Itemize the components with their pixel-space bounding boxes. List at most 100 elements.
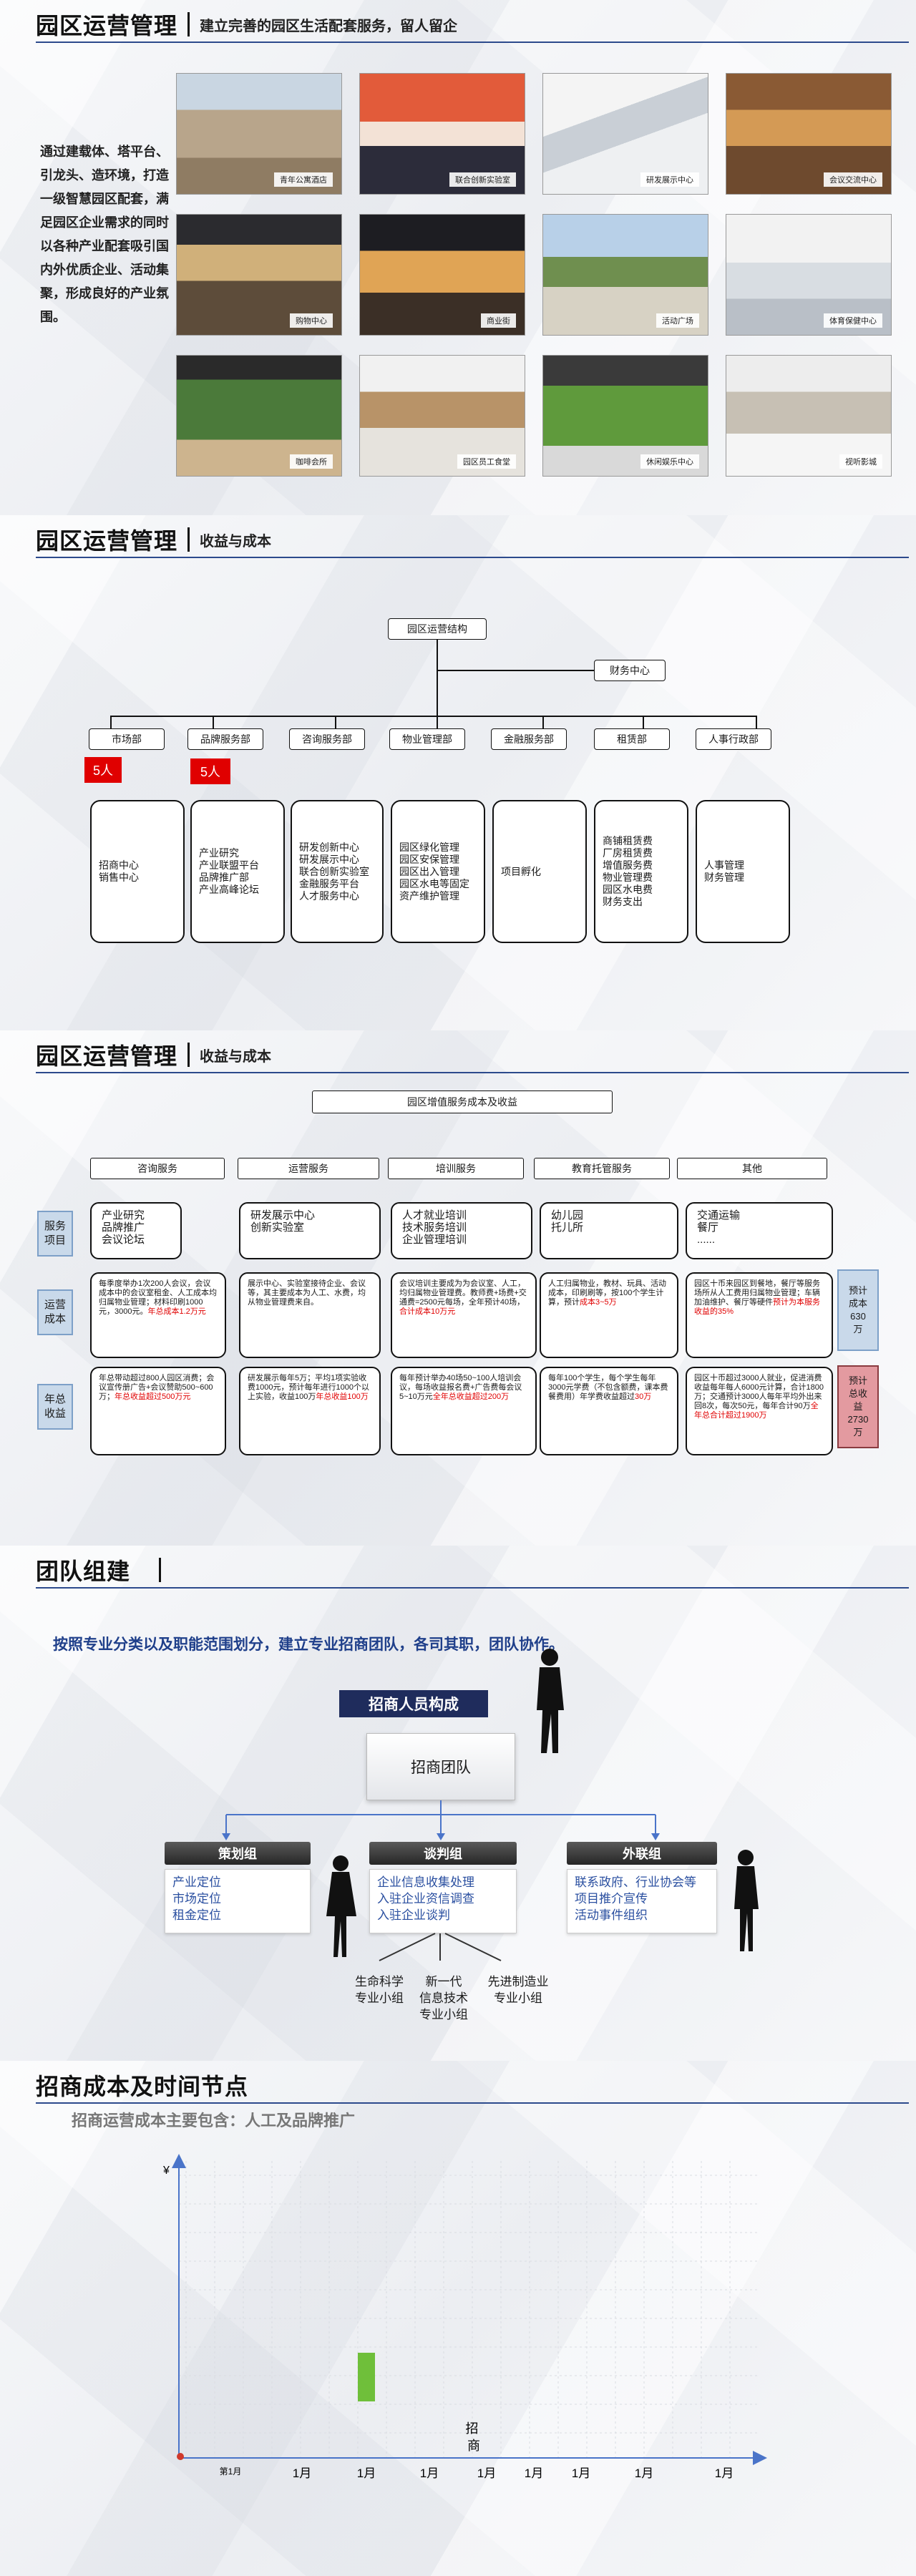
org-finance: 财务中心 xyxy=(594,660,666,681)
connector xyxy=(213,716,214,728)
x-tick-label: 1月 xyxy=(525,2467,543,2480)
income-highlight: 年总收益100万 xyxy=(316,1392,369,1401)
photo-tile: 联合创新实验室 xyxy=(359,73,525,195)
dept-box: 品牌服务部 xyxy=(187,728,263,750)
row-header: 服务 项目 xyxy=(37,1211,73,1257)
income-highlight: 30万 xyxy=(635,1392,652,1401)
bar-label-1: 招 商 xyxy=(465,2421,482,2453)
photo-tile: 园区员工食堂 xyxy=(359,355,525,477)
income-highlight: 年总收益超过500万元 xyxy=(114,1392,191,1401)
header: 园区运营管理 建立完善的园区生活配套服务，留人留企 xyxy=(36,9,457,40)
connector xyxy=(110,716,756,717)
photo-caption: 研发展示中心 xyxy=(640,172,699,187)
cost-highlight: 预计为本服务收益的35% xyxy=(694,1298,820,1316)
org-root: 园区运营结构 xyxy=(388,618,487,640)
photo-caption: 购物中心 xyxy=(290,313,333,328)
duty-box: 招商中心 销售中心 xyxy=(90,800,185,943)
connector xyxy=(437,670,594,671)
column-header: 教育托管服务 xyxy=(534,1158,670,1179)
cost-cell: 人工归属物业，教材、玩具、活动成本，印刷刷等，按100个学生计算，预计成本3~5… xyxy=(540,1272,678,1358)
header-rule xyxy=(36,42,909,43)
divider xyxy=(187,1043,190,1067)
photo-caption: 联合创新实验室 xyxy=(449,172,516,187)
slide-team: 团队组建 xyxy=(0,1546,916,2061)
service-cell: 交通运输 餐厅 ...... xyxy=(686,1202,833,1259)
group-header: 策划组 xyxy=(165,1842,311,1865)
connector xyxy=(542,716,544,728)
team-connectors xyxy=(222,1800,660,1840)
service-cell: 幼儿园 托儿所 xyxy=(540,1202,678,1259)
x-tick-label: 第1月 xyxy=(220,2467,242,2477)
column-header: 培训服务 xyxy=(388,1158,524,1179)
cost-cell: 展示中心、实验室接待企业、会议等，其主要成本为人工、水费，均从物业管理费来自。 xyxy=(239,1272,381,1358)
page-title: 园区运营管理 xyxy=(36,1043,178,1070)
x-tick-label: 1月 xyxy=(420,2467,439,2480)
photo-tile: 商业街 xyxy=(359,214,525,336)
origin-marker xyxy=(177,2453,184,2460)
photo-tile: 体育保健中心 xyxy=(726,214,892,336)
income-text: 每年预计举办40场50~100人培训会议，每场收益报名费+广告费每会议5~10万… xyxy=(399,1374,522,1401)
x-tick-label: 1月 xyxy=(293,2467,311,2480)
row-header: 年总 收益 xyxy=(37,1384,73,1430)
connector xyxy=(643,716,644,728)
subgroup-connectors xyxy=(379,1933,502,1961)
income-cell: 每年预计举办40场50~100人培训会议，每场收益报名费+广告费每会议5~10万… xyxy=(391,1367,537,1455)
dept-box: 咨询服务部 xyxy=(289,728,365,750)
header-rule xyxy=(36,2102,909,2104)
income-highlight: 全年总合计超过1900万 xyxy=(694,1402,819,1420)
divider xyxy=(187,12,190,36)
header-rule xyxy=(36,557,909,558)
section-banner: 招商人员构成 xyxy=(339,1690,488,1717)
income-cell: 研发展示每年5万；平均1项实验收费1000元，预计每年进行1000个以上实验，收… xyxy=(239,1367,381,1455)
photo-caption: 商业街 xyxy=(481,313,516,328)
income-text: 每年100个学生，每个学生每年3000元学费（不包含额费，课本费餐费用）年学费收… xyxy=(548,1374,668,1401)
duty-box: 人事管理 财务管理 xyxy=(696,800,790,943)
page-subtitle: 建立完善的园区生活配套服务，留人留企 xyxy=(200,16,458,34)
photo-tile: 休闲娱乐中心 xyxy=(542,355,708,477)
slide-value-added: 园区运营管理 收益与成本 xyxy=(0,1030,916,1546)
header: 团队组建 xyxy=(36,1554,171,1586)
income-text: 研发展示每年5万；平均1项实验收费1000元，预计每年进行1000个以上实验，收… xyxy=(248,1374,369,1401)
divider xyxy=(159,1558,162,1582)
connector xyxy=(110,716,112,728)
y-axis-label: ¥ xyxy=(162,2165,170,2177)
cost-cell: 每季度举办1次200人会议，会议成本中的会议室租金、人工成本均归属物业管理；材料… xyxy=(90,1272,226,1358)
cost-cell: 园区十币来园区到餐地，餐厅等服务场所从人工费用归属物业管理；车辆加油维护、餐厅等… xyxy=(686,1272,833,1358)
photo-tile: 青年公寓酒店 xyxy=(176,73,342,195)
chart-grid xyxy=(179,2161,759,2458)
photo-caption: 园区员工食堂 xyxy=(457,454,516,469)
duty-box: 产业研究 产业联盟平台 品牌推广部 产业高峰论坛 xyxy=(190,800,285,943)
phone-caller-silhouette-icon xyxy=(734,1850,759,1951)
photo-grid: 青年公寓酒店 联合创新实验室 研发展示中心 会议交流中心 购物中心 商业街 活动… xyxy=(176,73,892,477)
cost-total: 预计 成本 630 万 xyxy=(837,1269,879,1351)
headcount-badge: 5人 xyxy=(190,758,230,784)
group-body: 企业信息收集处理 入驻企业资信调查 入驻企业谈判 xyxy=(369,1869,517,1933)
chart-bar xyxy=(358,2353,375,2401)
subgroup-label: 新一代 信息技术 专业小组 xyxy=(419,1975,468,2021)
photo-tile: 研发展示中心 xyxy=(542,73,708,195)
divider xyxy=(187,527,190,552)
x-tick-label: 1月 xyxy=(715,2467,734,2480)
photo-caption: 会议交流中心 xyxy=(824,172,882,187)
slogan: 按照专业分类以及职能范围划分，建立专业招商团队，各司其职，团队协作。 xyxy=(53,1636,564,1653)
subgroup-label: 先进制造业 专业小组 xyxy=(487,1975,549,2005)
income-text: 年总带动超过800人园区消费；会议宣传册广告+会议赞助500~600万； xyxy=(99,1374,215,1401)
page-subtitle: 收益与成本 xyxy=(200,532,272,550)
photo-caption: 咖啡会所 xyxy=(290,454,333,469)
income-cell: 每年100个学生，每个学生每年3000元学费（不包含额费，课本费餐费用）年学费收… xyxy=(540,1367,678,1455)
page-title: 招商成本及时间节点 xyxy=(36,2073,249,2100)
intro-text: 通过建载体、塔平台、引龙头、造环境，打造一级智慧园区配套，满足园区企业需求的同时… xyxy=(40,145,169,325)
dept-box: 租赁部 xyxy=(594,728,670,750)
bar-label-line: 商 xyxy=(467,2439,480,2453)
income-cell: 年总带动超过800人园区消费；会议宣传册广告+会议赞助500~600万；年总收益… xyxy=(90,1367,226,1455)
income-cell: 园区十币超过3000人就业，促进消费收益每年每人6000元计算，合计1800万；… xyxy=(686,1367,833,1455)
x-tick-label: 1月 xyxy=(572,2467,590,2480)
photo-tile: 咖啡会所 xyxy=(176,355,342,477)
service-cell: 人才就业培训 技术服务培训 企业管理培训 xyxy=(391,1202,532,1259)
photo-caption: 活动广场 xyxy=(656,313,699,328)
x-tick-label: 1月 xyxy=(635,2467,653,2480)
photo-caption: 体育保健中心 xyxy=(824,313,882,328)
connector xyxy=(437,640,438,728)
